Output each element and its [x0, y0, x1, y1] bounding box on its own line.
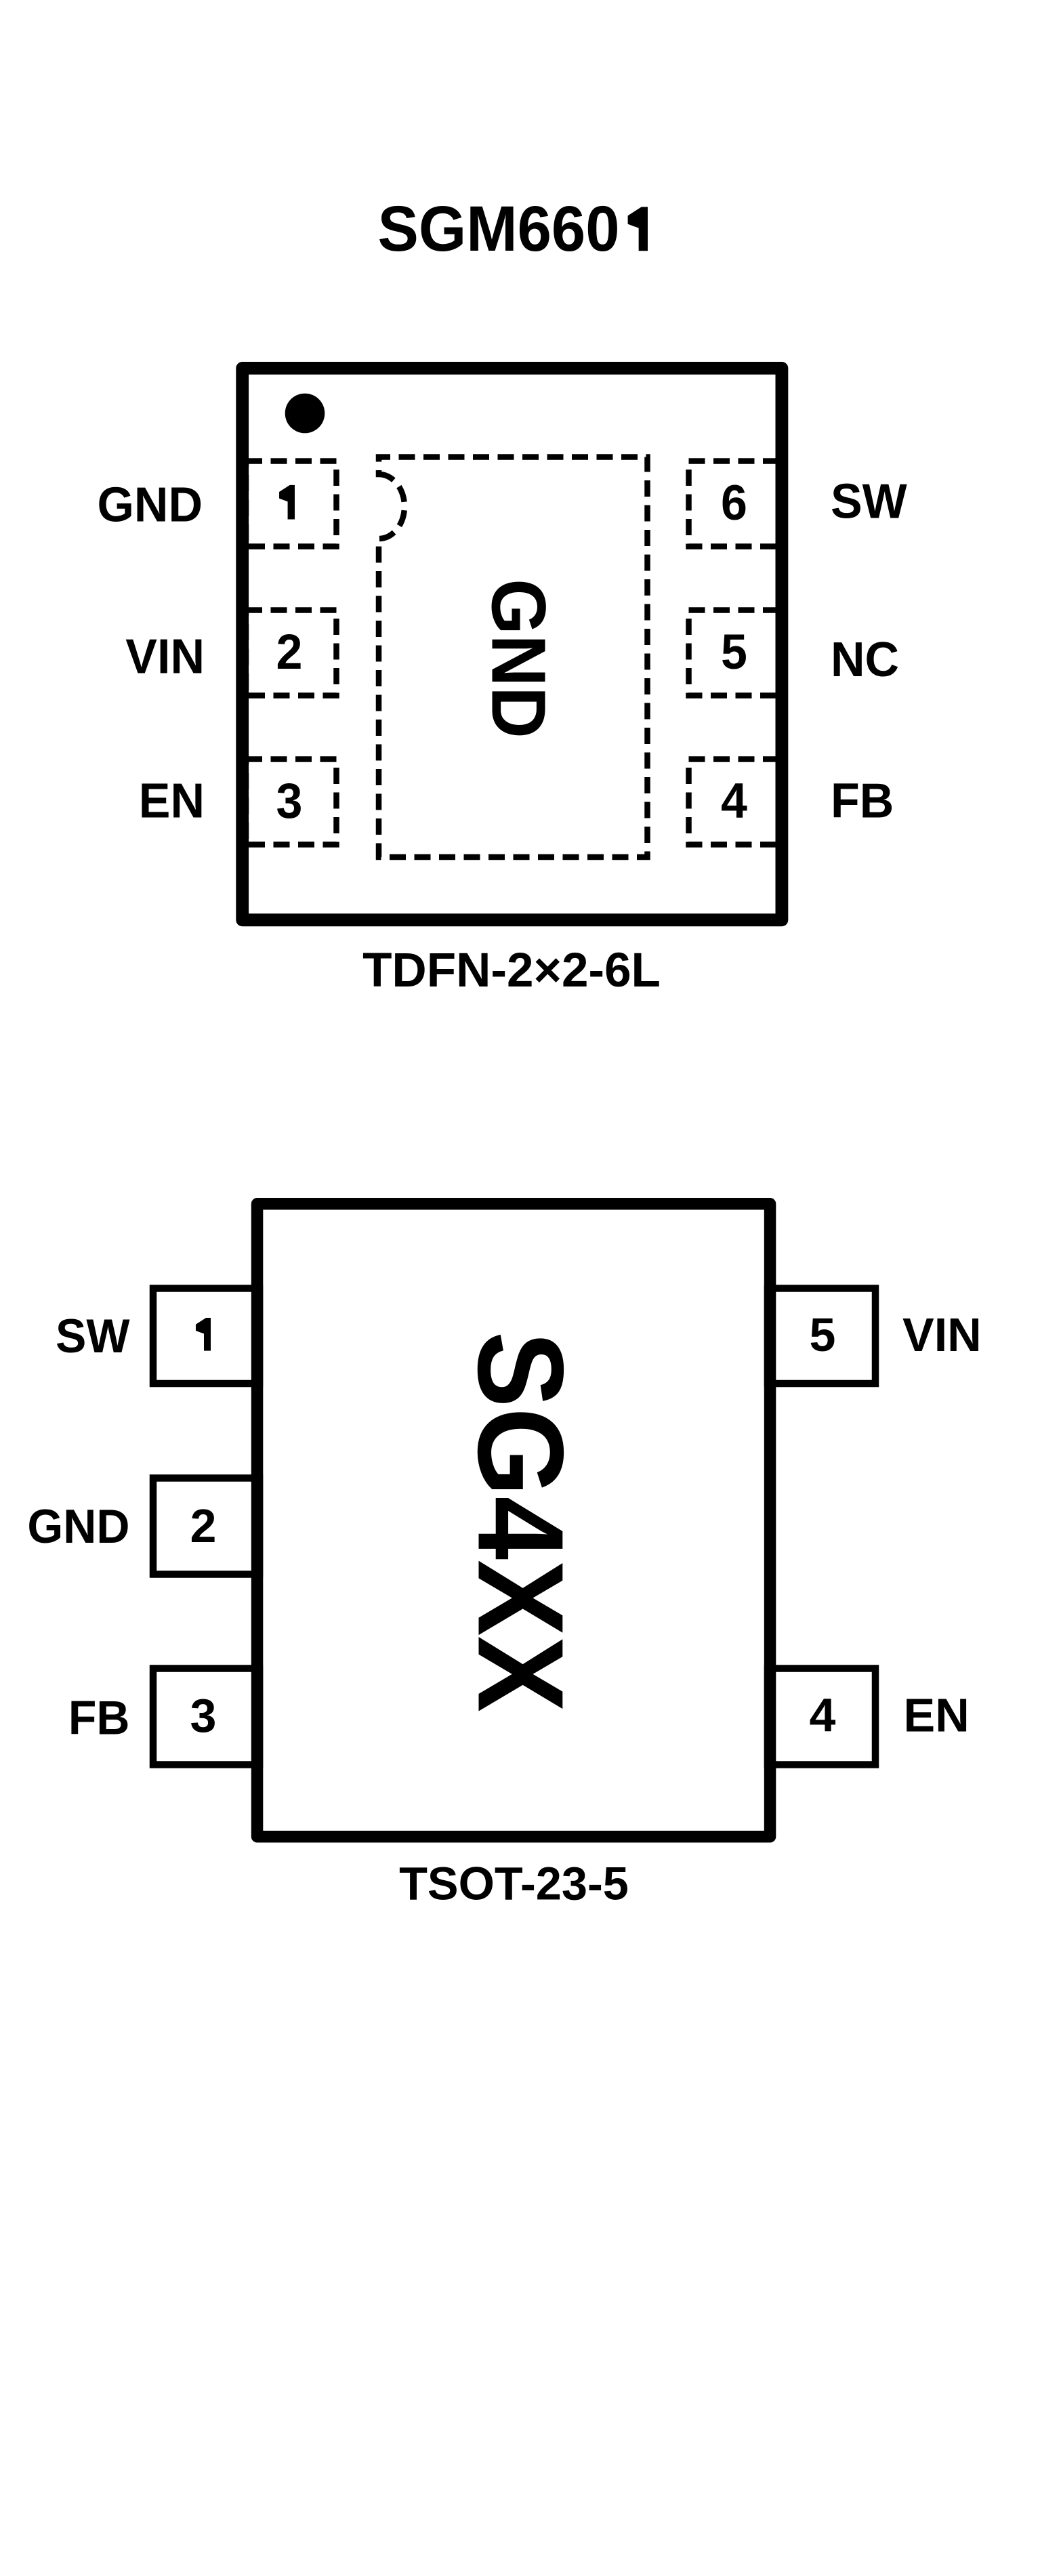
- svg-text:2: 2: [276, 625, 303, 680]
- svg-text:TSOT-23-5: TSOT-23-5: [399, 1858, 629, 1910]
- svg-text:GND: GND: [27, 1499, 129, 1554]
- svg-text:FB: FB: [831, 773, 894, 829]
- svg-text:EN: EN: [139, 773, 205, 829]
- svg-text:VIN: VIN: [902, 1308, 982, 1361]
- svg-text:SW: SW: [831, 474, 907, 529]
- svg-text:FB: FB: [68, 1690, 130, 1745]
- svg-text:3: 3: [276, 774, 303, 829]
- svg-text:5: 5: [721, 625, 747, 680]
- svg-text:4: 4: [810, 1689, 836, 1742]
- svg-text:5: 5: [810, 1308, 836, 1361]
- svg-text:EN: EN: [904, 1689, 970, 1742]
- svg-text:SW: SW: [56, 1309, 130, 1363]
- svg-text:NC: NC: [831, 632, 899, 688]
- svg-text:VIN: VIN: [125, 629, 205, 684]
- svg-text:3: 3: [190, 1689, 217, 1742]
- svg-text:2: 2: [190, 1499, 217, 1552]
- svg-text:TDFN-2×2-6L: TDFN-2×2-6L: [362, 944, 661, 997]
- svg-text:GND: GND: [97, 477, 203, 533]
- svg-text:4: 4: [721, 774, 747, 829]
- svg-text:SG4XX: SG4XX: [453, 1331, 589, 1712]
- svg-text:6: 6: [721, 476, 747, 531]
- svg-text:SGM660: SGM660: [378, 192, 620, 264]
- svg-text:GND: GND: [476, 579, 561, 739]
